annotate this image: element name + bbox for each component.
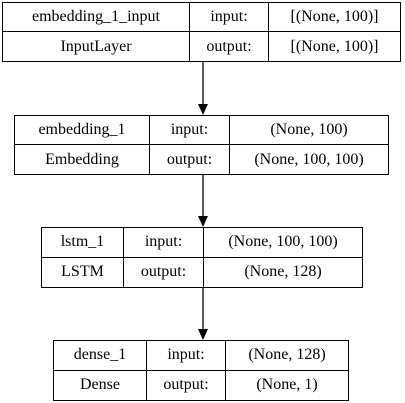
node-name: embedding_1_input: [3, 3, 190, 31]
input-shape: (None, 100, 100): [228, 233, 338, 251]
input-shape: [(None, 100)]: [290, 8, 379, 25]
node-type: Dense: [54, 370, 147, 400]
input-label: input:: [147, 341, 226, 370]
input-label: input:: [150, 116, 230, 144]
output-label: output:: [190, 32, 269, 61]
node-embedding-1-input: embedding_1_input input: [(None, 100)] I…: [2, 2, 401, 62]
node-name: embedding_1: [15, 116, 150, 144]
output-label: output:: [150, 145, 230, 174]
node-embedding-1: embedding_1 input: (None, 100) Embedding…: [14, 115, 389, 175]
output-label: output:: [147, 370, 226, 400]
output-shape: (None, 100, 100): [254, 150, 364, 168]
node-name: dense_1: [54, 341, 147, 370]
output-label: output:: [124, 257, 204, 287]
input-label: input:: [190, 3, 269, 31]
input-label: input:: [124, 228, 204, 257]
node-dense-1: dense_1 input: (None, 128) Dense output:…: [53, 340, 349, 401]
arrow-1: [198, 62, 208, 115]
node-type: InputLayer: [3, 32, 190, 61]
output-shape: (None, 128): [244, 263, 322, 281]
arrow-2: [198, 175, 208, 227]
node-name: lstm_1: [42, 228, 124, 257]
arrow-3: [198, 288, 208, 340]
input-shape: (None, 100): [270, 121, 348, 138]
output-shape: [(None, 100)]: [290, 37, 379, 55]
node-type: Embedding: [15, 145, 150, 174]
node-type: LSTM: [42, 257, 124, 287]
input-shape: (None, 128): [248, 346, 326, 364]
node-lstm-1: lstm_1 input: (None, 100, 100) LSTM outp…: [41, 227, 363, 288]
output-shape: (None, 1): [256, 376, 318, 394]
